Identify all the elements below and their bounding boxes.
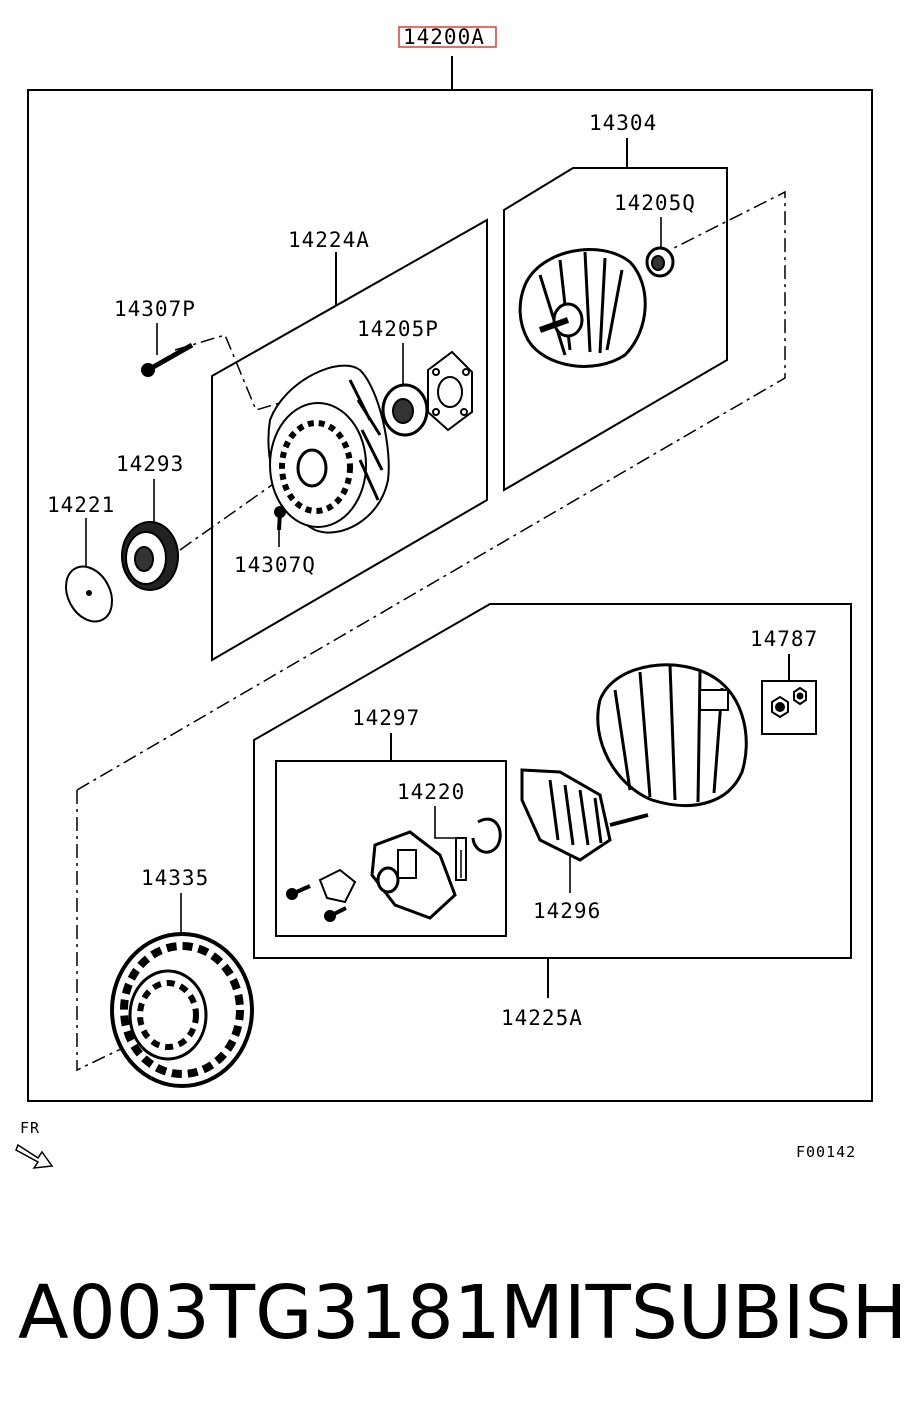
- rectifier-14296: [520, 768, 649, 862]
- retaining-clip: [471, 817, 502, 854]
- caption: A003TG3181 MITSUBISHI: [18, 1270, 909, 1390]
- label-14293: 14293: [116, 452, 184, 476]
- label-14225A: 14225A: [501, 1006, 583, 1030]
- screw-14307Q: [274, 506, 286, 531]
- label-14220: 14220: [397, 780, 465, 804]
- label-14297: 14297: [352, 706, 420, 730]
- label-14205P: 14205P: [357, 317, 439, 341]
- label-14200A[interactable]: 14200A: [403, 25, 485, 49]
- front-marker-label: FR: [20, 1119, 40, 1137]
- label-14205Q: 14205Q: [614, 191, 696, 215]
- rotor-14304: [518, 248, 647, 368]
- label-14307P: 14307P: [114, 297, 196, 321]
- caption-brand: MITSUBISHI: [500, 1270, 909, 1356]
- label-14307Q: 14307Q: [234, 553, 316, 577]
- label-14221: 14221: [47, 493, 115, 517]
- outer-frame: [27, 89, 873, 1102]
- pulley-14293: [121, 521, 179, 591]
- figure-code: F00142: [796, 1143, 856, 1161]
- brush-14220: [455, 837, 467, 881]
- label-14296: 14296: [533, 899, 601, 923]
- panel-14304: [503, 167, 728, 492]
- assembly-highlight: [398, 26, 497, 48]
- bearing-14205Q: [645, 246, 675, 278]
- caption-part-number: A003TG3181: [18, 1270, 501, 1356]
- retainer-plate: [427, 350, 473, 432]
- exploded-parts-diagram: 14200A 14304 14205Q 14224A 14307P 14205P…: [15, 25, 873, 1169]
- bolt-14307P: [141, 342, 194, 377]
- rear-housing-14225A: [596, 663, 748, 807]
- label-14224A: 14224A: [288, 228, 370, 252]
- panel-14225A: [253, 603, 852, 959]
- bearing-14205P: [381, 383, 429, 437]
- panel-14224A: [211, 218, 488, 662]
- label-14335: 14335: [141, 866, 209, 890]
- front-arrow-icon: [15, 1143, 54, 1169]
- stator-14335: [110, 932, 254, 1088]
- label-14787: 14787: [750, 627, 818, 651]
- nuts-14787: [771, 686, 807, 719]
- regulator-14297: [286, 830, 457, 922]
- label-14304: 14304: [589, 111, 657, 135]
- front-housing-14224A: [267, 364, 390, 534]
